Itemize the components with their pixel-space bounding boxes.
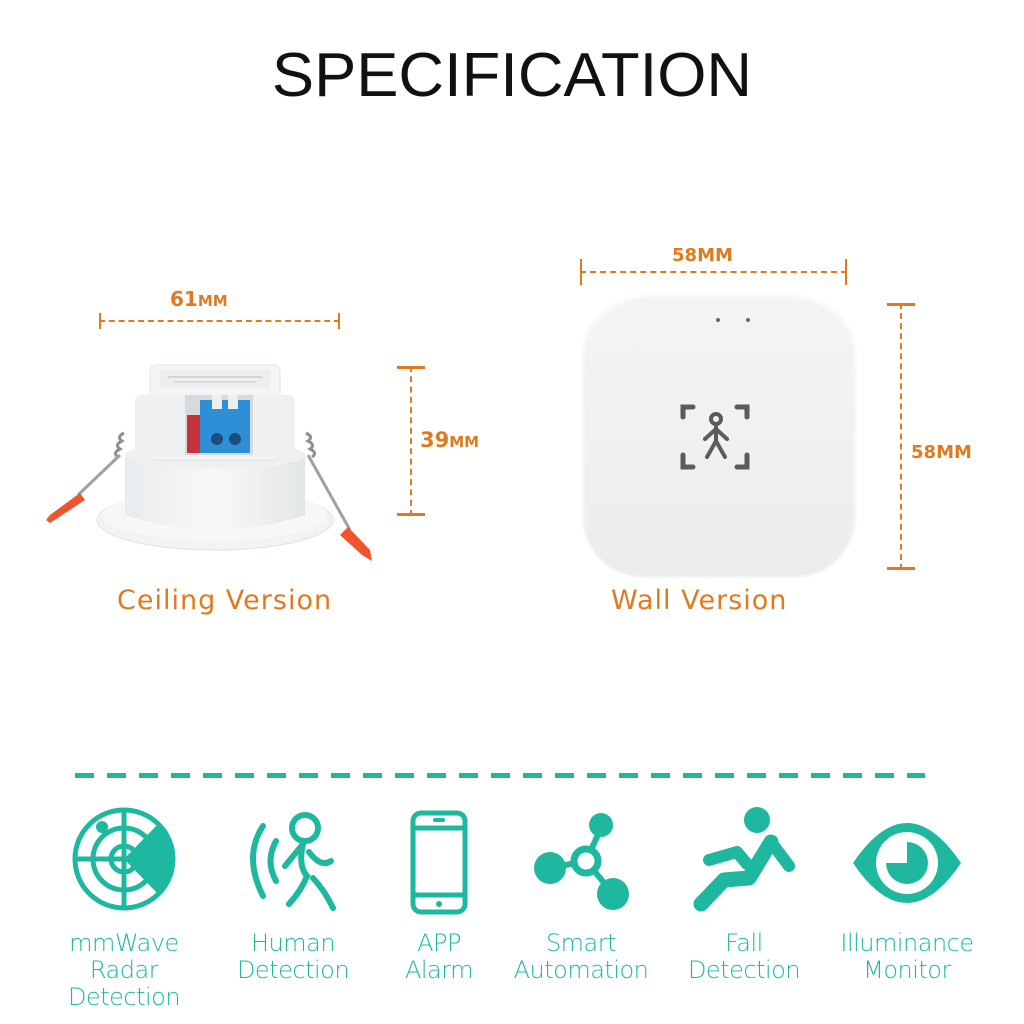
ceiling-height-label: 39MM xyxy=(420,428,479,452)
wall-height-label: 58MM xyxy=(911,442,972,463)
wall-width-label: 58MM xyxy=(672,245,733,266)
indicator-led xyxy=(746,318,750,322)
dashed-divider xyxy=(75,773,925,778)
human-motion-icon xyxy=(250,812,336,911)
network-nodes-icon xyxy=(534,813,629,910)
ceiling-width-value: 61 xyxy=(170,287,198,311)
ceiling-height-value: 39 xyxy=(420,428,450,452)
wall-width-value: 58 xyxy=(672,245,698,266)
wall-height-dimension-line xyxy=(887,303,915,570)
falling-person-icon xyxy=(693,807,795,912)
person-scan-icon xyxy=(680,404,750,470)
indicator-led xyxy=(716,318,720,322)
wall-width-unit: MM xyxy=(697,245,733,266)
page-title: SPECIFICATION xyxy=(271,41,753,110)
eye-icon xyxy=(853,823,961,903)
wall-height-value: 58 xyxy=(911,442,937,463)
ceiling-sensor-image xyxy=(46,364,372,561)
ceiling-height-unit: MM xyxy=(449,433,480,451)
ceiling-version-label: Ceiling Version xyxy=(117,585,333,616)
ceiling-width-unit: MM xyxy=(197,292,228,310)
ceiling-height-dimension-line xyxy=(397,366,425,516)
smartphone-icon xyxy=(410,810,468,915)
wall-version-label: Wall Version xyxy=(611,585,788,616)
wall-width-dimension-line xyxy=(580,259,847,285)
ceiling-width-label: 61MM xyxy=(170,287,228,311)
ceiling-width-dimension-line xyxy=(99,313,340,329)
radar-icon xyxy=(72,807,176,911)
wall-sensor-image xyxy=(583,293,855,576)
wall-height-unit: MM xyxy=(936,442,972,463)
